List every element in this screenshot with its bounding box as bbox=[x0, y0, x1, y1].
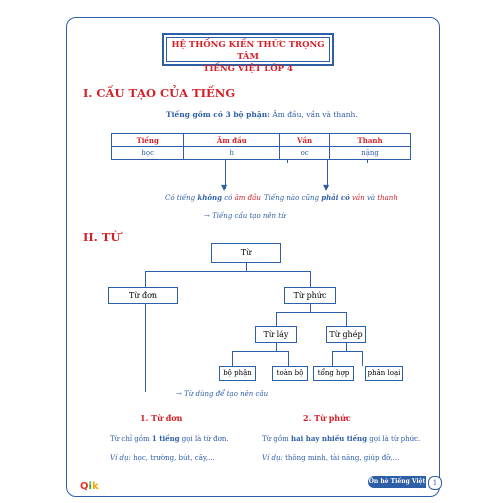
bracket-line bbox=[287, 159, 367, 160]
brand-logo: Qik bbox=[80, 481, 99, 492]
col1-example: Ví dụ: học, trường, bút, cây,... bbox=[110, 454, 215, 462]
tree-line bbox=[332, 351, 333, 366]
tree-leaf: tổng hợp bbox=[313, 366, 354, 381]
tree-leaf: toàn bộ bbox=[272, 366, 308, 381]
col2-title: 2. Từ phức bbox=[303, 413, 351, 423]
page-number: 1 bbox=[428, 476, 442, 490]
col2-example: Ví dụ: thông minh, tài năng, giúp đỡ,... bbox=[262, 454, 400, 462]
tree-line bbox=[332, 351, 362, 352]
section1-heading: I. CẤU TẠO CỦA TIẾNG bbox=[83, 86, 236, 100]
tree-line bbox=[276, 312, 346, 313]
bracket-right bbox=[367, 159, 368, 163]
tree-root: Từ bbox=[211, 243, 281, 263]
tree-line bbox=[310, 271, 311, 287]
table-cell: nặng bbox=[329, 146, 411, 160]
tree-line bbox=[232, 351, 233, 366]
title-box: HỆ THỐNG KIẾN THỨC TRỌNG TÂM TIẾNG VIỆT … bbox=[162, 33, 334, 74]
tree-leaf: phân loại bbox=[365, 366, 403, 381]
table-header: Vần bbox=[279, 133, 331, 147]
tree-node-tu-lay: Từ láy bbox=[255, 326, 297, 343]
tree-node-tu-ghep: Từ ghép bbox=[326, 326, 366, 343]
section1-intro: Tiếng gồm có 3 bộ phận: Âm đầu, vần và t… bbox=[166, 110, 358, 119]
tree-line bbox=[288, 351, 289, 366]
footer-book-title: Ôn hè Tiếng Việt 4 bbox=[368, 476, 426, 497]
syllable-table: Tiếng Âm đầu Vần Thanh học h oc nặng bbox=[110, 133, 411, 160]
tree-line bbox=[246, 263, 247, 271]
col1-definition: Từ chỉ gồm 1 tiếng gọi là từ đơn. bbox=[110, 434, 229, 443]
section2-conclusion: → Từ dùng để tạo nên câu bbox=[176, 390, 269, 398]
arrow-down-icon: ▼ bbox=[221, 183, 228, 192]
arrow-line-amdau bbox=[225, 159, 226, 189]
title-line-2: TIẾNG VIỆT LỚP 4 bbox=[203, 64, 293, 74]
intro-rest: Âm đầu, vần và thanh. bbox=[269, 110, 358, 119]
section1-conclusion: → Tiếng cấu tạo nên từ bbox=[204, 212, 286, 220]
bracket-left bbox=[287, 159, 288, 163]
table-cell: h bbox=[183, 146, 281, 160]
tree-line bbox=[232, 351, 288, 352]
tree-line-tu-don bbox=[145, 304, 146, 392]
table-header: Âm đầu bbox=[183, 133, 281, 147]
tree-line bbox=[276, 343, 277, 351]
tree-line bbox=[346, 312, 347, 326]
col2-definition: Từ gồm hai hay nhiều tiếng gọi là từ phứ… bbox=[262, 434, 421, 443]
tree-line bbox=[276, 312, 277, 326]
intro-prefix: Tiếng gồm có 3 bộ phận: bbox=[166, 110, 270, 119]
note-left: Có tiếng không có âm đầu bbox=[165, 193, 261, 202]
table-cell: học bbox=[110, 146, 185, 160]
tree-line bbox=[362, 351, 363, 366]
section2-heading: II. TỪ bbox=[83, 230, 121, 244]
tree-line bbox=[346, 343, 347, 351]
table-cell: oc bbox=[279, 146, 331, 160]
table-header: Tiếng bbox=[110, 133, 185, 147]
col1-title: 1. Từ đơn bbox=[140, 413, 183, 423]
tree-node-tu-don: Từ đơn bbox=[108, 287, 178, 304]
tree-leaf: bộ phận bbox=[219, 366, 256, 381]
title-line-1: HỆ THỐNG KIẾN THỨC TRỌNG TÂM bbox=[171, 40, 325, 62]
arrow-line-van bbox=[327, 160, 328, 188]
table-header: Thanh bbox=[329, 133, 411, 147]
tree-node-tu-phuc: Từ phức bbox=[284, 287, 336, 304]
tree-line bbox=[310, 304, 311, 312]
tree-line bbox=[145, 271, 146, 287]
note-right: Tiếng nào cũng phải có vần và thanh bbox=[264, 193, 398, 202]
arrow-down-icon: ▼ bbox=[323, 183, 330, 192]
tree-line bbox=[145, 271, 310, 272]
